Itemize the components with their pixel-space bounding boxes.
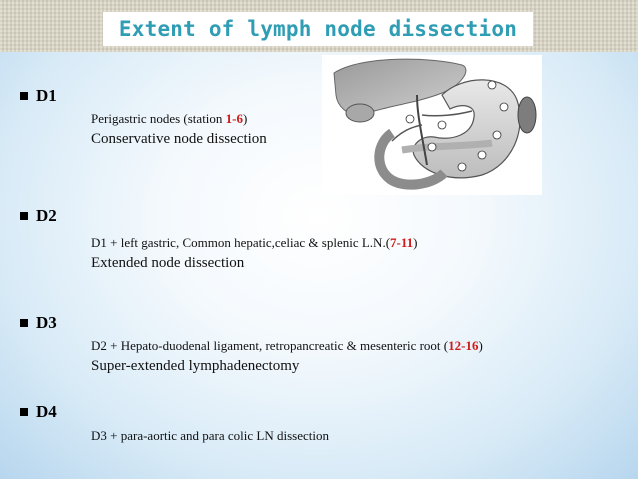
list-item-d2: D2 <box>20 206 57 226</box>
item-detail: D3 + para-aortic and para colic LN disse… <box>91 428 329 444</box>
slide-title: Extent of lymph node dissection <box>118 17 518 41</box>
list-item-d1: D1 <box>20 86 57 106</box>
detail-text: D3 + para-aortic and para colic LN disse… <box>91 428 329 443</box>
station-range: 7-11 <box>390 235 414 250</box>
bullet-square-icon <box>20 319 28 327</box>
detail-text: D2 + Hepato-duodenal ligament, retropanc… <box>91 338 449 353</box>
item-description: Conservative node dissection <box>91 131 267 147</box>
list-item-d3: D3 <box>20 313 57 333</box>
item-description: Super-extended lymphadenectomy <box>91 358 300 374</box>
title-box: Extent of lymph node dissection <box>103 12 533 46</box>
item-label: D1 <box>36 86 57 105</box>
item-detail: D2 + Hepato-duodenal ligament, retropanc… <box>91 338 483 354</box>
stomach-anatomy-icon <box>333 58 537 190</box>
item-description: Extended node dissection <box>91 255 245 271</box>
detail-suffix: ) <box>243 111 248 126</box>
item-detail: D1 + left gastric, Common hepatic,celiac… <box>91 235 418 251</box>
stomach-anatomy-figure <box>322 55 542 195</box>
bullet-square-icon <box>20 92 28 100</box>
bullet-square-icon <box>20 408 28 416</box>
item-label: D4 <box>36 402 57 421</box>
item-label: D3 <box>36 313 57 332</box>
station-range: 1-6 <box>225 111 244 126</box>
list-item-d4: D4 <box>20 402 57 422</box>
item-detail: Perigastric nodes (station 1-6) <box>91 111 247 127</box>
detail-suffix: ) <box>478 338 483 353</box>
bullet-square-icon <box>20 212 28 220</box>
detail-text: D1 + left gastric, Common hepatic,celiac… <box>91 235 391 250</box>
detail-suffix: ) <box>413 235 418 250</box>
item-label: D2 <box>36 206 57 225</box>
detail-text: Perigastric nodes (station <box>91 111 226 126</box>
station-range: 12-16 <box>448 338 479 353</box>
